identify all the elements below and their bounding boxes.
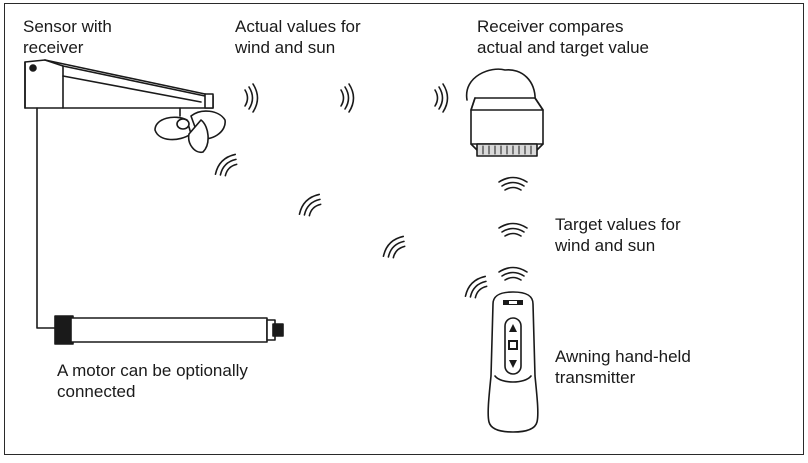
receiver-icon [465,68,544,157]
signal-wave-icon [498,222,528,237]
label-line: receiver [23,38,84,57]
label-line: Awning hand-held [555,347,691,366]
diagram-canvas [24,59,544,433]
label-line: transmitter [555,368,636,387]
label-hand-held-transmitter: Awning hand-held transmitter [555,346,691,388]
label-line: connected [57,382,136,401]
label-sensor-with-receiver: Sensor with receiver [23,16,112,58]
signal-wave-icon [498,176,528,191]
signal-wave-group [214,83,528,299]
label-line: Target values for [555,215,681,234]
signal-wave-icon [340,83,355,113]
signal-wave-icon [382,235,406,259]
label-receiver-compares: Receiver compares actual and target valu… [477,16,649,58]
label-line: Actual values for [235,17,361,36]
signal-wave-icon [464,275,488,299]
label-line: actual and target value [477,38,650,57]
hand-held-transmitter-icon [487,291,539,433]
label-line: A motor can be optionally [57,361,248,380]
label-line: Receiver compares [477,17,624,36]
connection-wire [36,107,58,329]
signal-wave-icon [498,266,528,281]
label-motor-optional: A motor can be optionally connected [57,360,248,402]
signal-wave-icon [214,153,238,177]
label-line: wind and sun [235,38,336,57]
sensor-device-icon [24,59,226,154]
signal-wave-icon [244,83,259,113]
label-line: wind and sun [555,236,656,255]
diagram-frame: Sensor with receiver Actual values for w… [4,3,804,455]
signal-wave-icon [298,193,322,217]
motor-icon [54,315,284,345]
label-target-values: Target values for wind and sun [555,214,681,256]
signal-wave-icon [434,83,449,113]
label-line: Sensor with [23,17,112,36]
label-actual-values: Actual values for wind and sun [235,16,361,58]
